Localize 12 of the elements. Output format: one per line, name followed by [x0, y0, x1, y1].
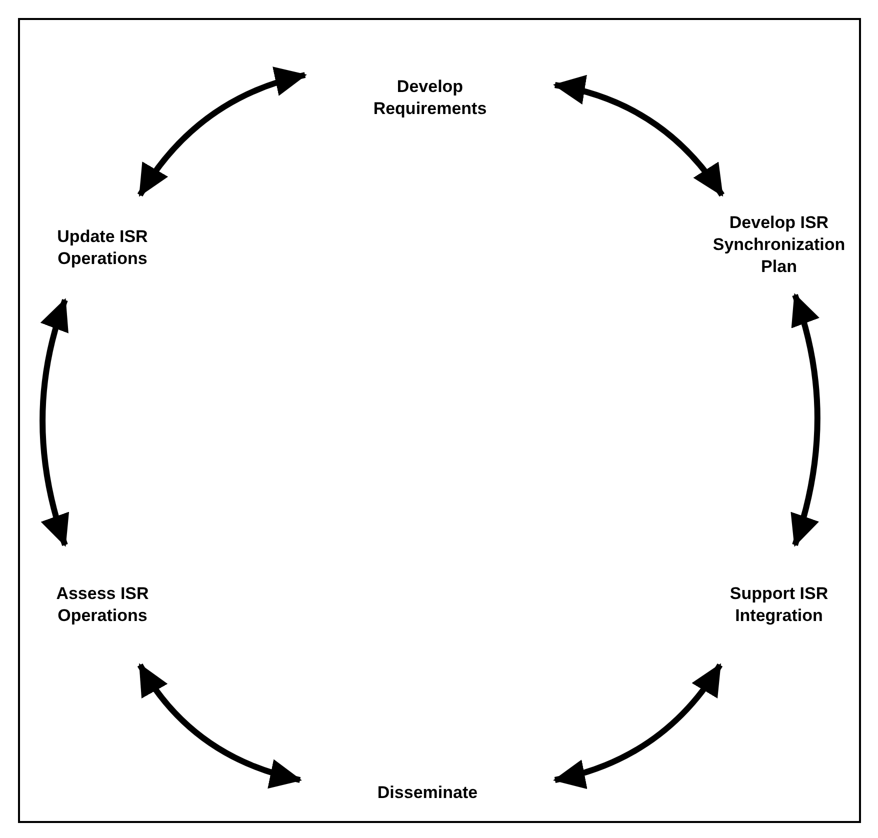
double-arrow	[40, 298, 70, 547]
double-arrow	[137, 663, 302, 788]
step-label: Assess ISR Operations	[55, 583, 150, 627]
double-arrow	[553, 663, 723, 788]
double-arrow	[137, 68, 307, 197]
step-label: Update ISR Operations	[56, 226, 149, 270]
step-label: Support ISR Integration	[728, 583, 830, 627]
step-label: Develop Requirements	[372, 76, 488, 120]
step-label: Develop ISR Synchronization Plan	[712, 212, 846, 278]
double-arrow	[553, 76, 724, 197]
step-label: Disseminate	[377, 782, 478, 804]
double-arrow	[790, 293, 820, 547]
